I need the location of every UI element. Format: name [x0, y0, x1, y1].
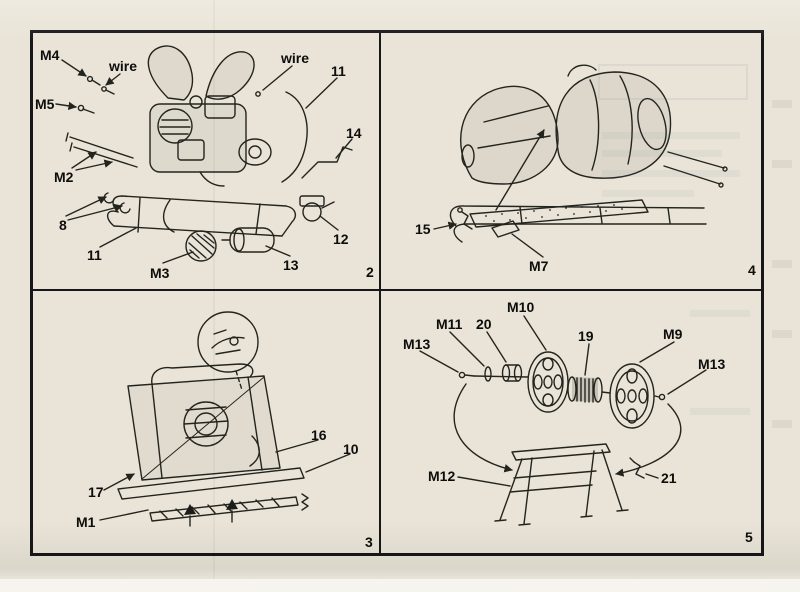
part-label-14: 14	[346, 125, 362, 141]
part-label-11-upper: 11	[331, 63, 346, 79]
part-label-m5: M5	[35, 96, 55, 112]
part-label-19: 19	[578, 328, 594, 344]
part-label-16: 16	[311, 427, 327, 443]
panel-divider-horizontal	[33, 289, 761, 291]
part-label-m10: M10	[507, 299, 535, 315]
part-label-m4: M4	[40, 47, 60, 63]
part-label-12: 12	[333, 231, 349, 247]
panel-divider-vertical	[379, 33, 381, 553]
panel-number-3: 3	[365, 534, 373, 550]
panel-number-5: 5	[745, 529, 753, 545]
part-label-15: 15	[415, 221, 431, 237]
diagram-frame	[30, 30, 764, 556]
part-label-wire-left: wire	[109, 58, 138, 74]
part-label-20: 20	[476, 316, 492, 332]
panel-number-2: 2	[366, 264, 374, 280]
part-label-m2: M2	[54, 169, 74, 185]
part-label-m13-right: M13	[698, 356, 726, 372]
part-label-m7: M7	[529, 258, 549, 274]
part-label-m13-left: M13	[403, 336, 431, 352]
part-label-m9: M9	[663, 326, 683, 342]
panel-number-4: 4	[748, 262, 756, 278]
part-label-10: 10	[343, 441, 359, 457]
part-label-wire-right: wire	[281, 50, 310, 66]
part-label-11-lower: 11	[87, 247, 102, 263]
part-label-m12: M12	[428, 468, 456, 484]
part-label-13: 13	[283, 257, 299, 273]
part-label-17: 17	[88, 484, 104, 500]
scan-edge	[0, 579, 800, 592]
paper-crease	[213, 0, 215, 592]
part-label-m3: M3	[150, 265, 170, 281]
part-label-8: 8	[59, 217, 67, 233]
part-label-21: 21	[661, 470, 677, 486]
part-label-m11: M11	[436, 316, 463, 332]
part-label-m1: M1	[76, 514, 96, 530]
